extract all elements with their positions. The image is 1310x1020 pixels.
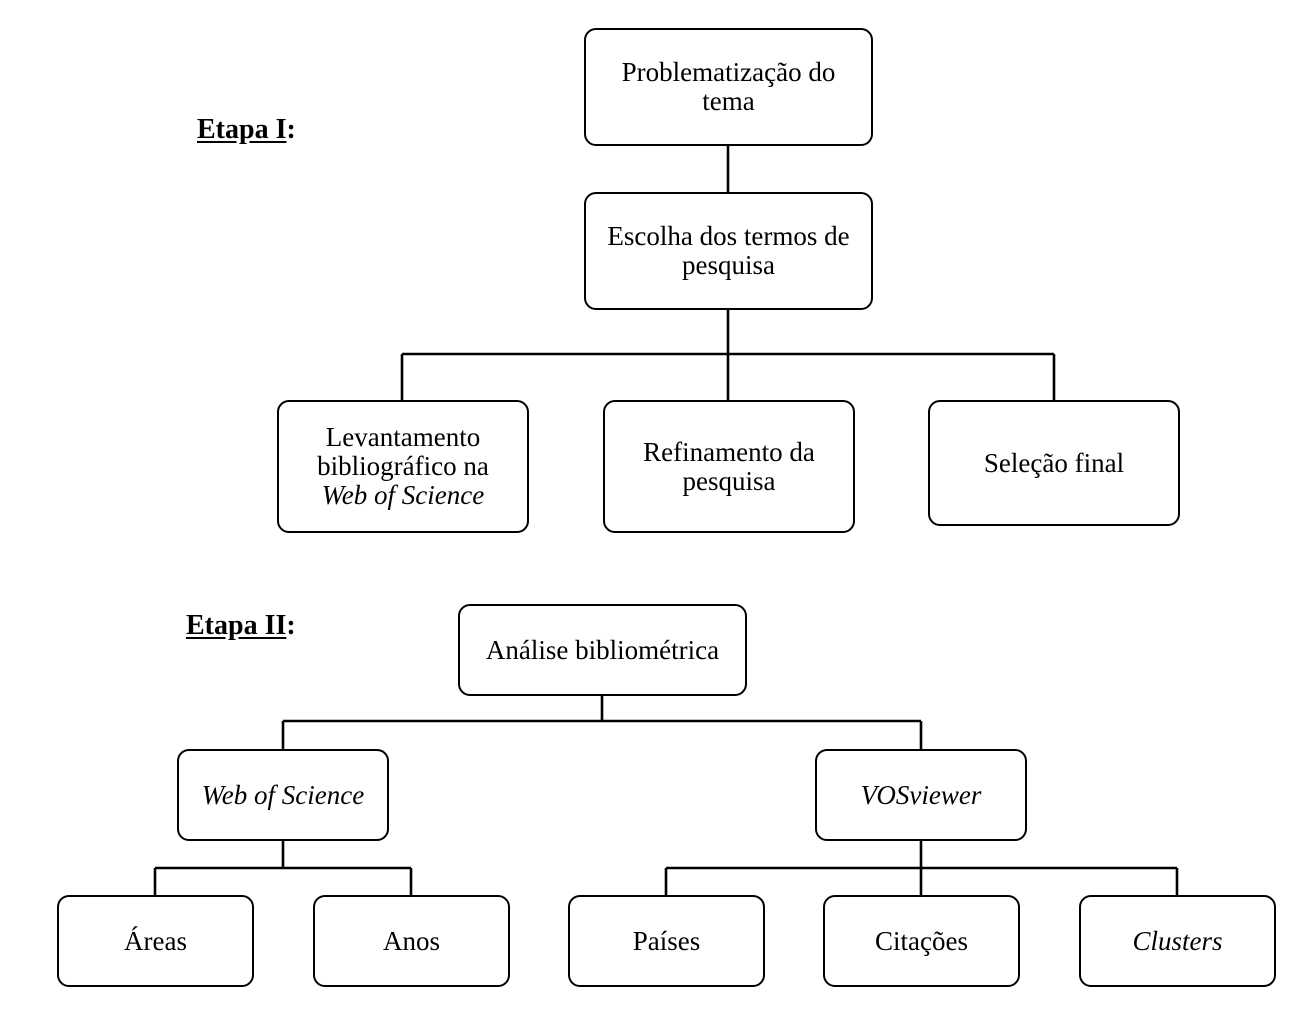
box-selecao-text: Seleção final — [983, 447, 1125, 478]
box-escolha-line2: pesquisa — [682, 250, 775, 280]
box-vosviewer: VOSviewer — [815, 749, 1027, 841]
box-selecao-final: Seleção final — [928, 400, 1180, 526]
box-clusters-text: Clusters — [1132, 925, 1223, 956]
box-problematizacao-line2: tema — [702, 86, 755, 116]
stage1-label: Etapa I: — [197, 114, 296, 146]
box-clusters: Clusters — [1079, 895, 1276, 987]
box-wos-text: Web of Science — [201, 779, 365, 810]
stage1-label-colon: : — [286, 114, 296, 145]
box-levantamento: Levantamento bibliográfico na Web of Sci… — [277, 400, 529, 533]
box-refinamento-line2: pesquisa — [682, 465, 776, 496]
box-levantamento-line2: bibliográfico na — [317, 451, 489, 481]
box-levantamento-line1: Levantamento — [325, 422, 481, 452]
stage2-label: Etapa II: — [186, 610, 296, 642]
box-vos-text: VOSviewer — [860, 779, 982, 810]
box-refinamento: Refinamento da pesquisa — [603, 400, 855, 533]
box-problematizacao: Problematização do tema — [584, 28, 873, 146]
box-paises-text: Países — [632, 925, 701, 956]
box-refinamento-line1: Refinamento da — [643, 436, 815, 467]
stage1-label-text: Etapa I — [197, 114, 287, 145]
box-problematizacao-line1: Problematização do — [621, 57, 836, 87]
stage2-label-text: Etapa II — [186, 610, 287, 641]
box-paises: Países — [568, 895, 765, 987]
box-analise-bibliometrica: Análise bibliométrica — [458, 604, 747, 696]
box-citacoes: Citações — [823, 895, 1020, 987]
box-levantamento-line3: Web of Science — [321, 480, 485, 510]
box-analise-text: Análise bibliométrica — [485, 634, 720, 665]
box-areas-text: Áreas — [124, 925, 187, 956]
box-citacoes-text: Citações — [875, 925, 968, 956]
box-anos-text: Anos — [382, 925, 440, 956]
box-anos: Anos — [313, 895, 510, 987]
box-areas: Áreas — [57, 895, 254, 987]
box-escolha-termos: Escolha dos termos de pesquisa — [584, 192, 873, 310]
box-web-of-science: Web of Science — [177, 749, 389, 841]
box-escolha-line1: Escolha dos termos de — [607, 221, 850, 251]
stage2-label-colon: : — [286, 610, 296, 641]
